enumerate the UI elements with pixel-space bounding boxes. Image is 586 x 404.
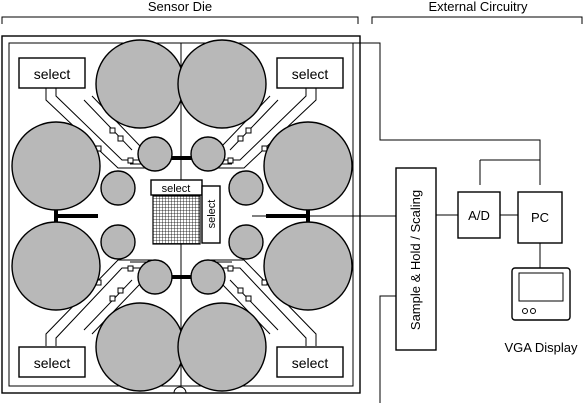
electrode-top-right	[177, 39, 267, 129]
electrode-right-lower	[263, 221, 353, 311]
inner-electrode-2	[190, 136, 226, 172]
inner-electrode-5	[100, 224, 136, 260]
sensor-die-bracket: Sensor Die	[1, 0, 359, 24]
ad-label: A/D	[468, 208, 490, 223]
select-bl-label: select	[34, 355, 71, 371]
select-bl: select	[18, 346, 86, 378]
sample-hold-label: Sample & Hold / Scaling	[408, 190, 423, 330]
pc-block: PC	[517, 191, 563, 244]
electrode-top-left	[95, 39, 185, 129]
bond-pads	[95, 127, 268, 302]
center-select-right-label: select	[206, 200, 218, 229]
select-br: select	[276, 346, 344, 378]
ad-block: A/D	[457, 191, 501, 239]
inner-electrode-3	[100, 170, 136, 206]
electrode-left-lower	[11, 221, 101, 311]
pixel-array-block: select select	[150, 179, 221, 245]
external-circuitry-bracket: External Circuitry	[371, 0, 583, 24]
electrode-right-upper	[263, 121, 353, 211]
pc-label: PC	[531, 210, 549, 225]
select-tr-label: select	[292, 66, 329, 82]
select-tl: select	[18, 57, 86, 89]
inner-electrode-1	[137, 136, 173, 172]
external-circuitry-label: External Circuitry	[429, 0, 528, 14]
vga-monitor-icon	[511, 267, 571, 321]
select-tl-label: select	[34, 66, 71, 82]
inner-electrode-8	[190, 259, 226, 295]
inner-electrode-6	[228, 224, 264, 260]
sample-hold-block: Sample & Hold / Scaling	[395, 167, 437, 351]
inner-electrode-7	[137, 259, 173, 295]
electrode-bottom-left	[95, 302, 185, 392]
sensor-die-label: Sensor Die	[148, 0, 212, 14]
electrode-left-upper	[11, 121, 101, 211]
center-select-right-box	[201, 185, 221, 244]
pixel-grid	[152, 195, 201, 245]
select-br-label: select	[292, 355, 329, 371]
external-wiring	[173, 42, 541, 403]
vga-display-label: VGA Display	[505, 340, 578, 355]
select-tr: select	[276, 57, 344, 89]
inner-electrodes	[100, 136, 264, 295]
center-select-top-label: select	[162, 183, 191, 195]
outer-electrodes	[11, 39, 353, 392]
electrode-bottom-right	[177, 302, 267, 392]
inner-electrode-4	[228, 170, 264, 206]
